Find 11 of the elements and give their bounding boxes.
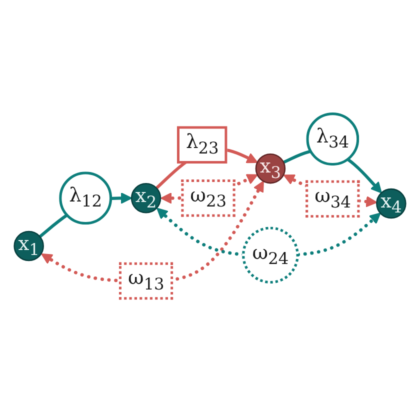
node-circle: x$_{3}$ <box>255 153 286 184</box>
node-circle: x$_{4}$ <box>376 188 406 219</box>
edge-label: ω$_{13}$ <box>128 266 164 294</box>
edge-label: λ$_{23}$ <box>186 130 219 158</box>
edge-label: ω$_{23}$ <box>190 183 227 210</box>
edge-label: λ$_{34}$ <box>316 124 350 152</box>
edge-label: λ$_{12}$ <box>69 184 102 211</box>
node-circle: x$_{1}$ <box>14 230 44 262</box>
edge-label: ω$_{24}$ <box>252 240 289 268</box>
edge-label: ω$_{34}$ <box>314 184 351 212</box>
node-circle: x$_{2}$ <box>130 183 162 214</box>
